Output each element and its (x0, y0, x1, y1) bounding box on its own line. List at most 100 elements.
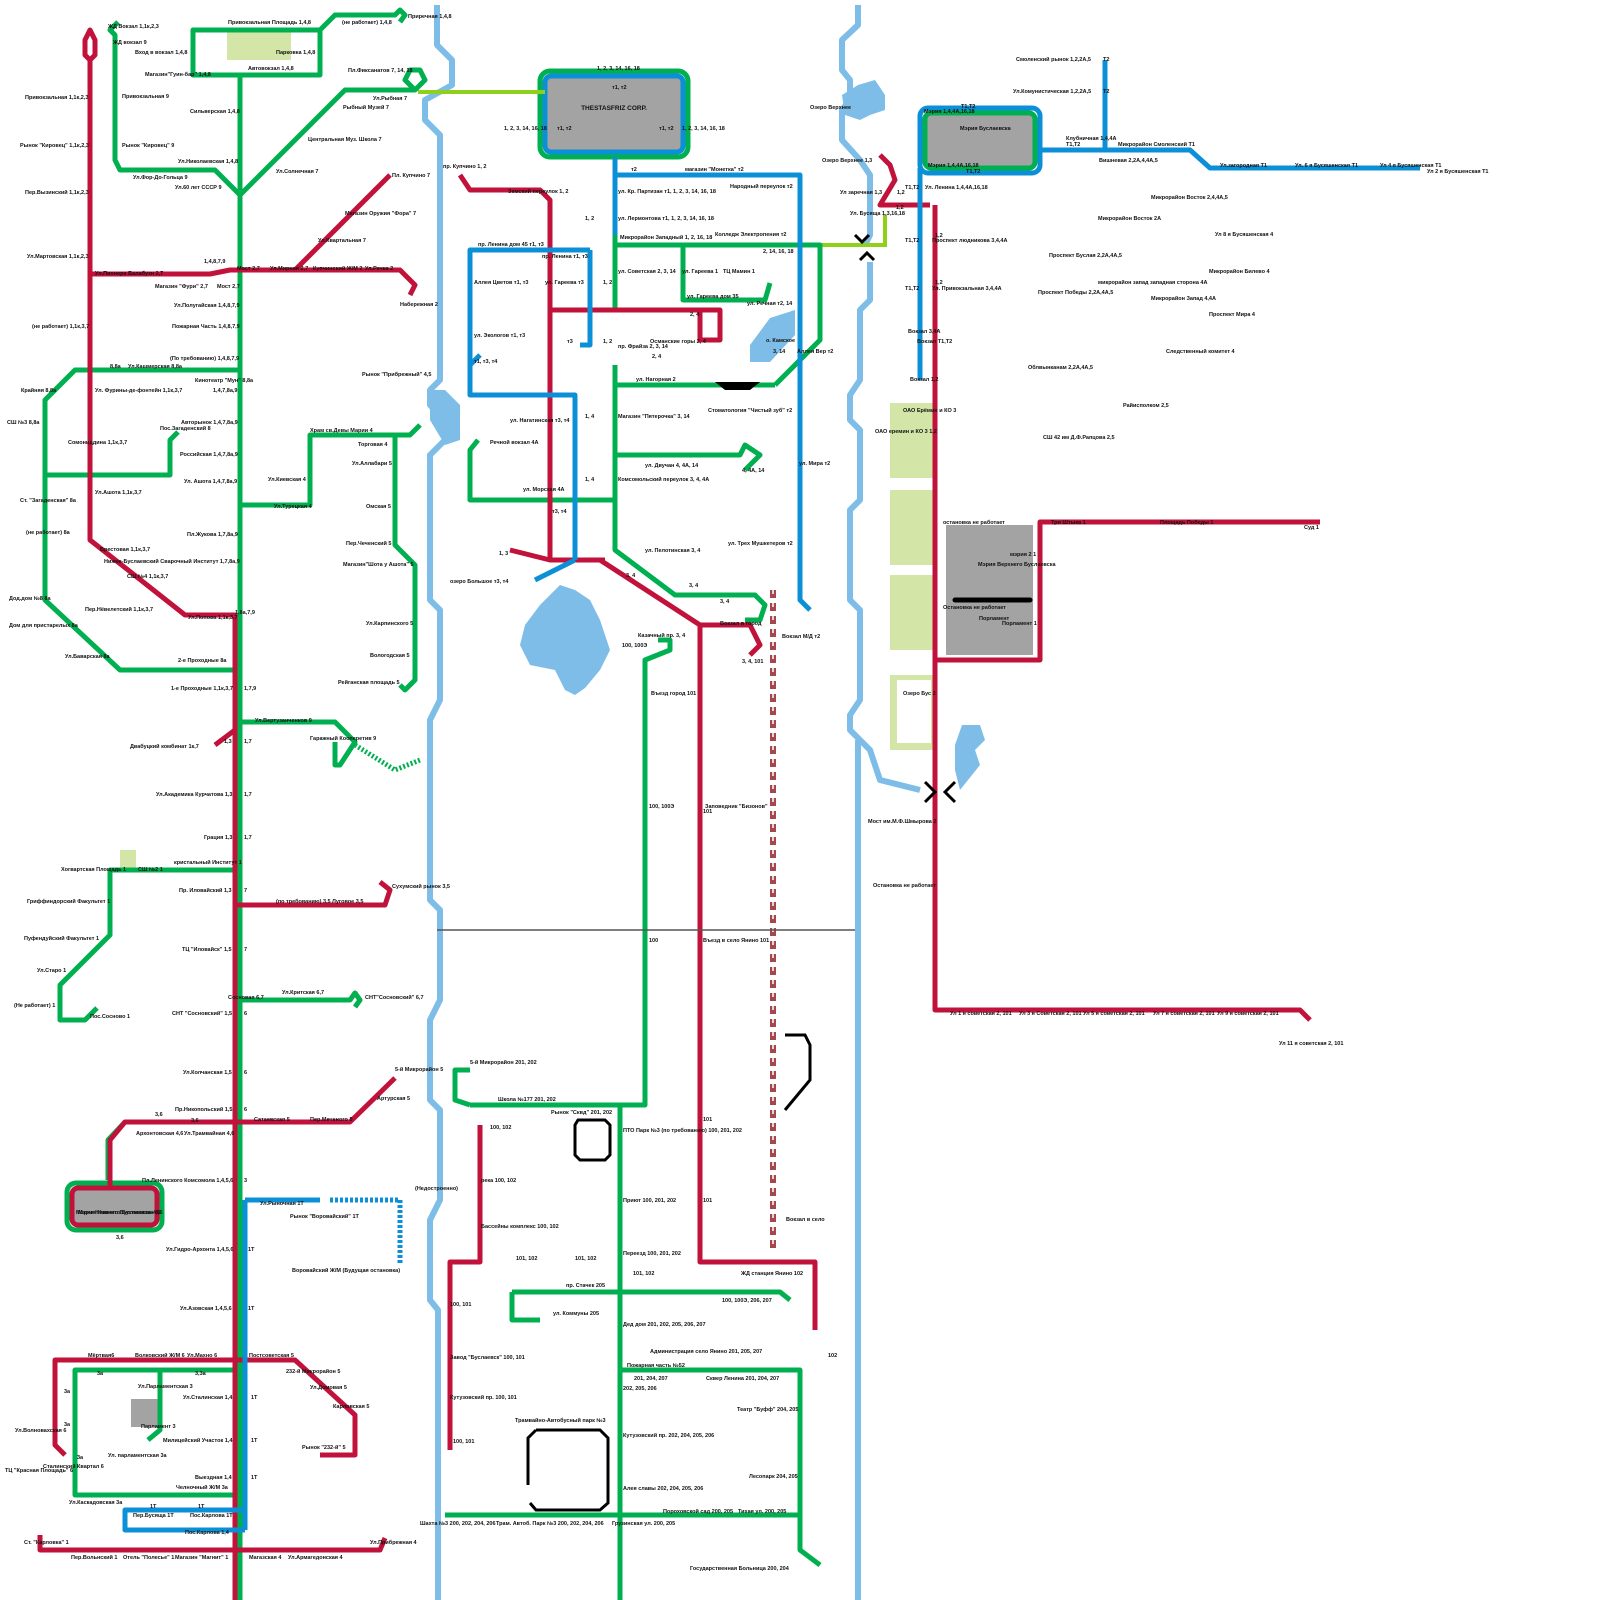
station-label[interactable]: ОАО еремин и КО 3 1,2 (875, 429, 937, 435)
station-label[interactable]: Переезд 100, 201, 202 (623, 1251, 681, 1257)
station-label[interactable]: ТЦ Мамин 1 (723, 269, 755, 275)
station-label[interactable]: Въезд город 101 (651, 691, 696, 697)
station-label[interactable]: Ул. Ленина 1,4,4А,16,18 (925, 185, 988, 191)
station-label[interactable]: Ул.Квартальная 7 (318, 238, 366, 244)
station-label[interactable]: Двабуцкий комбинат 1к,7 (130, 743, 199, 750)
station-label[interactable]: кристальный Институт 1 (174, 859, 242, 866)
station-label[interactable]: т1, т3, т4 (474, 359, 498, 365)
station-label[interactable]: Т1,Т2 (905, 286, 919, 292)
station-label[interactable]: ул. Нагорная 2 (636, 377, 676, 383)
station-label[interactable]: Автовокзал 1,4,8 (248, 66, 294, 72)
station-label[interactable]: Мэрия Нижнего Буслаевска 4,6 (78, 1210, 163, 1216)
station-label[interactable]: 7 (244, 947, 247, 953)
station-label[interactable]: 1,3 (224, 739, 232, 745)
station-label[interactable]: 3, 4 (626, 573, 636, 579)
station-label[interactable]: ул. Мира т2 (799, 461, 830, 467)
station-label[interactable]: Архонтовская 4,6 (136, 1131, 183, 1137)
station-label[interactable]: Ул.Фор-До-Гольца 9 (133, 175, 188, 181)
station-label[interactable]: Ул 2 я Бусяшенская Т1 (1427, 169, 1488, 175)
station-label[interactable]: Т1,Т2 (961, 104, 975, 110)
station-label[interactable]: 2-е Проходные 8а (178, 658, 227, 664)
station-label[interactable]: Вход в вокзал 1,4,8 (135, 50, 187, 56)
station-label[interactable]: Лесопарк 204, 205 (749, 1474, 798, 1480)
station-label[interactable]: 1Т (150, 1504, 157, 1510)
station-label[interactable]: 3, 14 (773, 349, 786, 355)
station-label[interactable]: Грация 1,3 (204, 835, 232, 841)
station-label[interactable]: Ул 11 я советская 2, 101 (1279, 1041, 1343, 1047)
station-label[interactable]: Сосновая 6,7 (228, 995, 264, 1001)
station-label[interactable]: 2, 4 (652, 354, 662, 360)
station-label[interactable]: Т1,Т2 (905, 238, 919, 244)
station-label[interactable]: Пр. Иловайский 1,3 (179, 887, 232, 894)
station-label[interactable]: (не работает) 1,1к,3,7 (32, 323, 89, 330)
station-label[interactable]: Вокзал М/Д т2 (782, 634, 820, 640)
station-label[interactable]: Рыбный Музей 7 (343, 104, 389, 111)
station-label[interactable]: т2 (631, 167, 637, 173)
station-label[interactable]: Российская 1,4,7,8а,9 (180, 451, 238, 458)
station-label[interactable]: ул. Двучан 4, 4А, 14 (645, 463, 699, 469)
station-label[interactable]: Купчинский Ж/М 2 (313, 265, 362, 272)
station-label[interactable]: Т2 (1103, 57, 1109, 63)
station-label[interactable]: 1, 2 (603, 339, 612, 345)
station-label[interactable]: Кинотеатр "Мун" 8,8а (195, 378, 254, 384)
station-label[interactable]: Пер.Вольнский 1 (71, 1554, 117, 1561)
station-label[interactable]: Смоленский рынок 1,2,2А,5 (1016, 56, 1091, 63)
station-label[interactable]: Суд 1 (1304, 525, 1319, 531)
station-label[interactable]: 1, 2, 3, 14, 16, 18 (504, 126, 547, 132)
station-label[interactable]: пр. Ленина т1, т3 (542, 254, 588, 260)
station-label[interactable]: Привокзальная 1,1к,2,3 (25, 95, 88, 101)
station-label[interactable]: Микрорайон Смоленский Т1 (1118, 141, 1195, 148)
station-label[interactable]: Микрорайон Запад 4,4А (1151, 295, 1216, 302)
station-label[interactable]: Парковка 1,4,8 (276, 50, 315, 56)
station-label[interactable]: 100, 100Э (622, 643, 647, 649)
station-label[interactable]: Следственный комитет 4 (1166, 348, 1236, 355)
station-label[interactable]: Бассейны комплекс 100, 102 (481, 1223, 559, 1230)
station-label[interactable]: Челночный Ж/М 3а (176, 1484, 229, 1491)
station-label[interactable]: Ул.Баварская 8а (65, 654, 111, 660)
station-label[interactable]: Кутузовский пр. 202, 204, 205, 206 (623, 1432, 714, 1439)
station-label[interactable]: Ст. "Карловка" 1 (24, 1540, 69, 1546)
station-label[interactable]: 1,7 (244, 739, 252, 745)
station-label[interactable]: ул. Гареева т3 (545, 280, 584, 286)
station-label[interactable]: Озеро Верхнее 1,3 (822, 158, 872, 164)
station-label[interactable]: 100, 101 (453, 1439, 474, 1445)
station-label[interactable]: Ул.Парламентская 3 (138, 1384, 193, 1390)
station-label[interactable]: Проспект Победы 2,2А,4А,5 (1038, 289, 1113, 296)
station-label[interactable]: Ул 3 я Советская 2, 101 (1019, 1011, 1082, 1017)
station-label[interactable]: Пос.Загаденский 8 (160, 425, 211, 432)
station-label[interactable]: ул. Пелотинская 3, 4 (645, 548, 701, 554)
station-label[interactable]: 100 (649, 938, 658, 944)
station-label[interactable]: Магазин"Гуин-бар" 1,4,8 (145, 71, 211, 78)
station-label[interactable]: ул. Лермонтова т1, 1, 2, 3, 14, 16, 18 (618, 216, 714, 222)
station-label[interactable]: Райисполком 2,5 (1123, 402, 1169, 409)
station-label[interactable]: Кутузовский пр. 100, 101 (450, 1394, 517, 1401)
station-label[interactable]: Пер.Чеченский 5 (346, 540, 391, 547)
station-label[interactable]: Ул.Попова 1,1к,3,7 (188, 615, 238, 621)
station-label[interactable]: 232-й Микрорайон 5 (286, 1368, 340, 1375)
station-label[interactable]: Т1,Т2 (966, 169, 980, 175)
station-label[interactable]: Ул. Привокзальная 3,4,4А (932, 286, 1002, 292)
station-label[interactable]: 1,7,9 (244, 686, 256, 692)
station-label[interactable]: 101 (703, 1117, 712, 1123)
station-label[interactable]: Магазская 4 (249, 1555, 282, 1561)
station-label[interactable]: 8,8а (110, 364, 122, 370)
station-label[interactable]: 1Т (248, 1306, 255, 1312)
station-label[interactable]: 100, 102 (490, 1125, 511, 1131)
station-label[interactable]: Рынок "Кировец" 9 (122, 143, 174, 149)
station-label[interactable]: ул. Морская 4А (523, 487, 565, 493)
station-label[interactable]: 101, 102 (516, 1256, 537, 1262)
station-label[interactable]: 1, 2, 3, 14, 16, 18 (597, 66, 640, 72)
station-label[interactable]: Порламент 1 (1002, 621, 1037, 627)
station-label[interactable]: Комсомольский переулок 3, 4, 4А (618, 476, 709, 483)
station-label[interactable]: Артурская 5 (377, 1096, 410, 1102)
station-label[interactable]: 1,2 (897, 190, 905, 196)
station-label[interactable]: Проспект Мира 4 (1209, 312, 1256, 318)
station-label[interactable]: Микрорайон Восток 2А (1098, 215, 1161, 222)
station-label[interactable]: Рынок "Сквд" 201, 202 (551, 1110, 612, 1116)
station-label[interactable]: Ул.Речка 2 (365, 266, 393, 272)
station-label[interactable]: Сталинский Квартал 6 (43, 1463, 104, 1470)
station-label[interactable]: Ул 8 я Бусяшенская 4 (1215, 232, 1274, 238)
station-label[interactable]: Микрорайон Билево 4 (1209, 268, 1270, 275)
station-label[interactable]: 1Т (251, 1395, 258, 1401)
station-label[interactable]: Ул. 6 я Бусяшенская Т1 (1295, 163, 1358, 169)
